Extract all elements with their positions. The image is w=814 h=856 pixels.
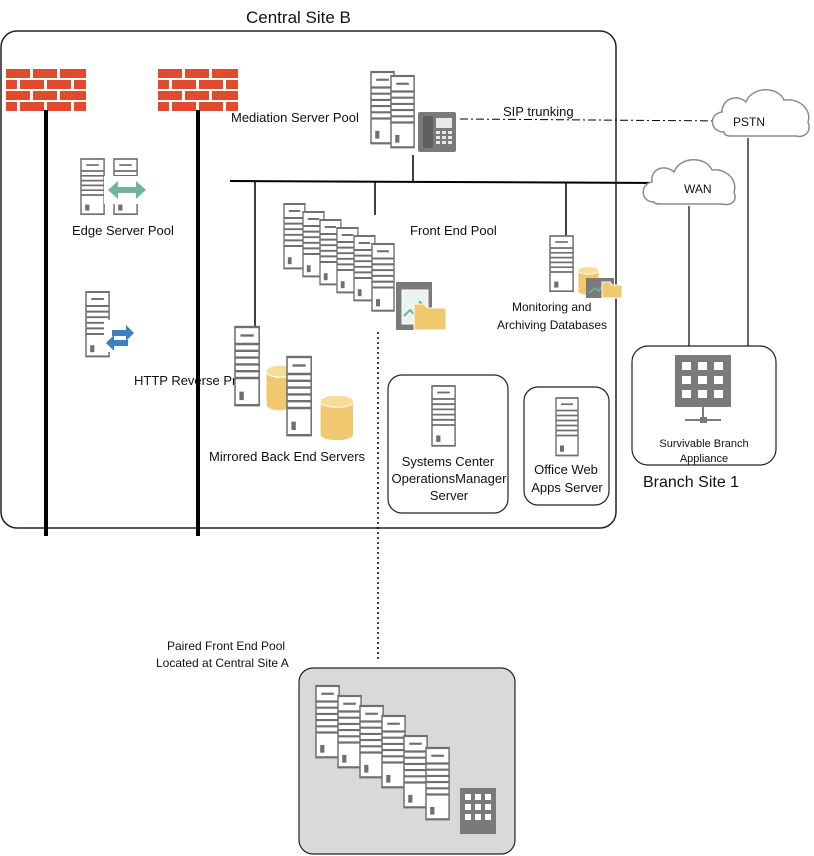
folder-icon (413, 303, 447, 331)
branch-site-title: Branch Site 1 (643, 474, 739, 491)
wan-label: WAN (684, 182, 712, 196)
front-end-pool-label: Front End Pool (410, 223, 497, 238)
server-icon (283, 203, 306, 270)
pstn-label: PSTN (733, 115, 765, 129)
server-icon (80, 158, 105, 216)
server-icon (389, 74, 416, 149)
exchange-arrows-icon (104, 320, 136, 352)
mirrored-back-end-servers (233, 325, 355, 442)
front-end-pool (283, 203, 447, 331)
phone-icon (418, 112, 456, 152)
mediation-server-pool (369, 70, 456, 152)
sip-trunking-label: SIP trunking (503, 104, 574, 119)
server-icon (555, 397, 579, 457)
monitoring-archiving-databases (549, 235, 623, 299)
owa-label-line1: Office Web (534, 462, 598, 477)
paired-front-end-pool (314, 684, 496, 834)
firewall-icon (158, 69, 238, 111)
database-icon (319, 394, 355, 442)
folder-icon (601, 281, 623, 299)
central-site-boundary (0, 30, 617, 529)
edge-server-pool (80, 158, 148, 216)
http-reverse-proxy (85, 291, 136, 358)
monitoring-label-line1: Monitoring and (512, 300, 591, 314)
paired-pool-label-line1: Paired Front End Pool (167, 639, 285, 653)
http-reverse-label: HTTP Reverse Pr (134, 373, 237, 388)
monitoring-label-line2: Archiving Databases (497, 318, 607, 332)
server-icon (314, 684, 341, 759)
building-icon (460, 788, 496, 834)
scom-label-line1: Systems Center (402, 454, 495, 469)
firewall-icon (6, 69, 86, 111)
sip-trunk-line (459, 118, 727, 122)
edge-pool-label: Edge Server Pool (72, 223, 174, 238)
server-icon (402, 734, 429, 809)
owa-label-line2: Apps Server (531, 480, 603, 495)
mirrored-back-end-label: Mirrored Back End Servers (209, 449, 366, 464)
server-icon (431, 385, 457, 447)
server-icon (233, 325, 261, 407)
scom-label-line2: OperationsManager (392, 471, 508, 486)
mediation-pool-label: Mediation Server Pool (231, 110, 359, 125)
central-site-title: Central Site B (246, 8, 351, 27)
server-icon (358, 704, 385, 779)
cloud-icon (642, 159, 736, 206)
server-icon (370, 242, 396, 312)
server-icon (424, 746, 451, 821)
scom-label-line3: Server (430, 488, 469, 503)
server-icon (549, 235, 574, 293)
server-icon (336, 694, 363, 769)
sba-label-line1: Survivable Branch (659, 438, 748, 450)
exchange-arrows-icon (104, 176, 148, 204)
paired-pool-label-line2: Located at Central Site A (156, 656, 289, 670)
server-icon (380, 714, 407, 789)
server-icon (285, 355, 313, 437)
internal-network-line (229, 180, 661, 184)
cloud-icon (711, 89, 810, 138)
building-icon (675, 355, 731, 423)
sba-label-line2: Appliance (680, 453, 728, 465)
